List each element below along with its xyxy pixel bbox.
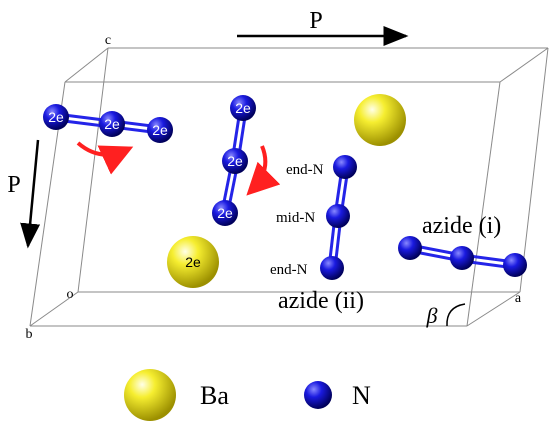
- electron-label: 2e: [152, 122, 168, 138]
- n-atom: [147, 117, 173, 143]
- end-n-label-bottom: end-N: [270, 262, 308, 278]
- n-atom: [99, 111, 125, 137]
- pressure-arrow-vertical: [20, 139, 41, 249]
- ba-atom: [167, 236, 219, 288]
- azide-ii-label: azide (ii): [278, 288, 364, 314]
- n-atom: [212, 200, 238, 226]
- n-atom-end: [333, 155, 357, 179]
- ba-atom: [354, 94, 406, 146]
- axis-label-b: b: [26, 327, 33, 342]
- mid-n-label: mid-N: [276, 210, 315, 226]
- electron-label: 2e: [227, 153, 243, 169]
- rotation-arrow-left: [76, 141, 134, 175]
- axis-label-o: o: [67, 287, 74, 302]
- n-atom: [222, 148, 248, 174]
- n-atom: [503, 253, 527, 277]
- legend-n-swatch: [304, 381, 332, 409]
- electron-label: 2e: [48, 109, 64, 125]
- electron-label: 2e: [185, 254, 201, 270]
- rotation-arrow-right: [246, 145, 281, 196]
- pressure-label-top: P: [309, 8, 322, 34]
- axis-label-c: c: [105, 33, 111, 48]
- bonds: [55, 109, 516, 270]
- legend-n-label: N: [352, 381, 371, 410]
- beta-label: β: [426, 303, 438, 328]
- electron-label: 2e: [104, 116, 120, 132]
- n-atom-end: [320, 256, 344, 280]
- pressure-label-left: P: [7, 172, 20, 198]
- electron-label: 2e: [235, 100, 251, 116]
- n-atom: [43, 104, 69, 130]
- legend-ba-swatch: [124, 369, 176, 421]
- axis-label-a: a: [515, 291, 522, 306]
- n-atom: [230, 95, 256, 121]
- n-atom: [450, 246, 474, 270]
- beta-angle-arc: [446, 303, 466, 327]
- legend-ba-label: Ba: [200, 381, 229, 410]
- n-atom-mid: [326, 204, 350, 228]
- azide-i-label: azide (i): [422, 213, 501, 239]
- end-n-label-top: end-N: [286, 162, 324, 178]
- legend: Ba N: [124, 369, 371, 421]
- unit-cell-box: [29, 47, 549, 327]
- electron-label: 2e: [217, 205, 233, 221]
- n-atom: [398, 236, 422, 260]
